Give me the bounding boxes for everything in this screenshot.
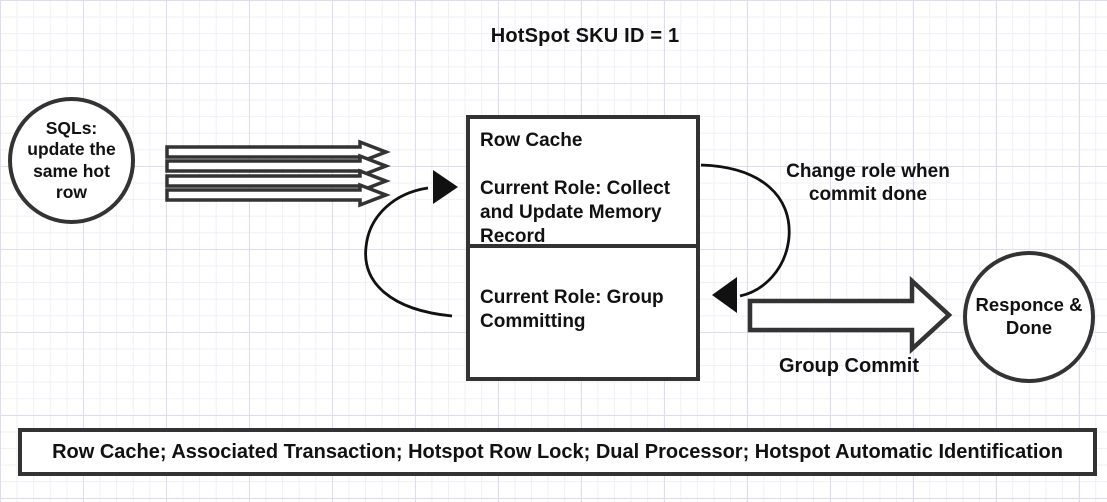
sql-circle-node: SQLs: update the same hot row bbox=[8, 97, 135, 224]
collect-section: Row Cache Current Role: Collect and Upda… bbox=[470, 119, 696, 247]
diagram-title: HotSpot SKU ID = 1 bbox=[490, 25, 680, 47]
feature-banner: Row Cache; Associated Transaction; Hotsp… bbox=[18, 428, 1097, 476]
collect-role-text: Current Role: Collect and Update Memory … bbox=[480, 178, 671, 247]
response-circle-node: Responce & Done bbox=[963, 251, 1095, 383]
commit-role-text: Current Role: Group Committing bbox=[480, 287, 664, 332]
section-divider bbox=[470, 244, 696, 248]
change-role-label: Change role when commit done bbox=[786, 161, 950, 205]
flow-arrows-icon bbox=[165, 139, 391, 208]
cycle-arrow-left-icon bbox=[364, 170, 458, 318]
row-cache-header: Row Cache bbox=[480, 130, 583, 151]
feature-banner-text: Row Cache; Associated Transaction; Hotsp… bbox=[52, 440, 1063, 463]
sql-circle-label: SQLs: update the same hot row bbox=[27, 117, 116, 202]
group-commit-label: Group Commit bbox=[779, 355, 919, 377]
group-commit-arrow-icon bbox=[747, 275, 953, 355]
change-role-arrow-icon bbox=[700, 163, 791, 313]
row-cache-box: Row Cache Current Role: Collect and Upda… bbox=[466, 115, 700, 381]
group-committing-section: Current Role: Group Committing bbox=[470, 248, 696, 334]
response-circle-label: Responce & Done bbox=[975, 294, 1083, 338]
